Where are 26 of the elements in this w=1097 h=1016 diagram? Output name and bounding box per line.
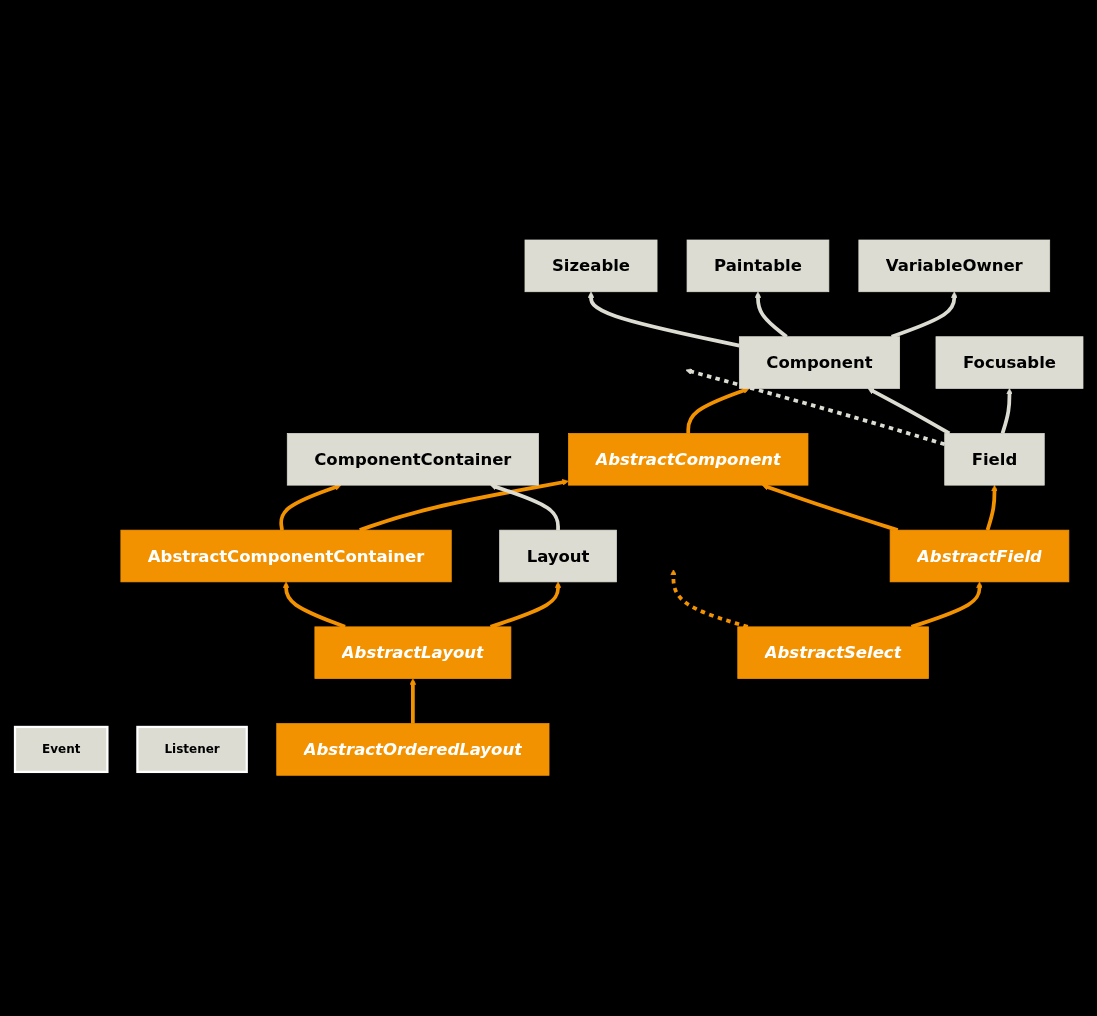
arrow xyxy=(684,368,945,447)
arrow xyxy=(587,291,740,348)
node-box: AbstractComponentContainer xyxy=(120,530,452,583)
arrow xyxy=(890,291,958,339)
arrow xyxy=(985,485,998,532)
arrow xyxy=(489,581,561,629)
arrow xyxy=(867,388,950,436)
arrow xyxy=(409,678,416,724)
node-box: Paintable xyxy=(686,239,829,293)
node-box: Listener xyxy=(135,726,248,774)
node-box: Sizeable xyxy=(524,239,657,293)
node-box: Event xyxy=(13,726,109,774)
node-box: Field xyxy=(943,433,1045,486)
arrow xyxy=(489,484,560,531)
arrow xyxy=(669,569,748,629)
node-box: Component xyxy=(738,336,900,390)
arrow xyxy=(685,387,750,434)
arrow xyxy=(282,581,346,629)
node-box: VariableOwner xyxy=(857,239,1050,293)
arrow xyxy=(910,581,983,629)
arrow xyxy=(278,484,341,531)
node-box: Focusable xyxy=(935,336,1083,390)
node-box: Layout xyxy=(498,530,617,583)
arrow xyxy=(1000,388,1013,435)
node-box: ComponentContainer xyxy=(286,433,539,486)
arrow xyxy=(754,291,788,339)
